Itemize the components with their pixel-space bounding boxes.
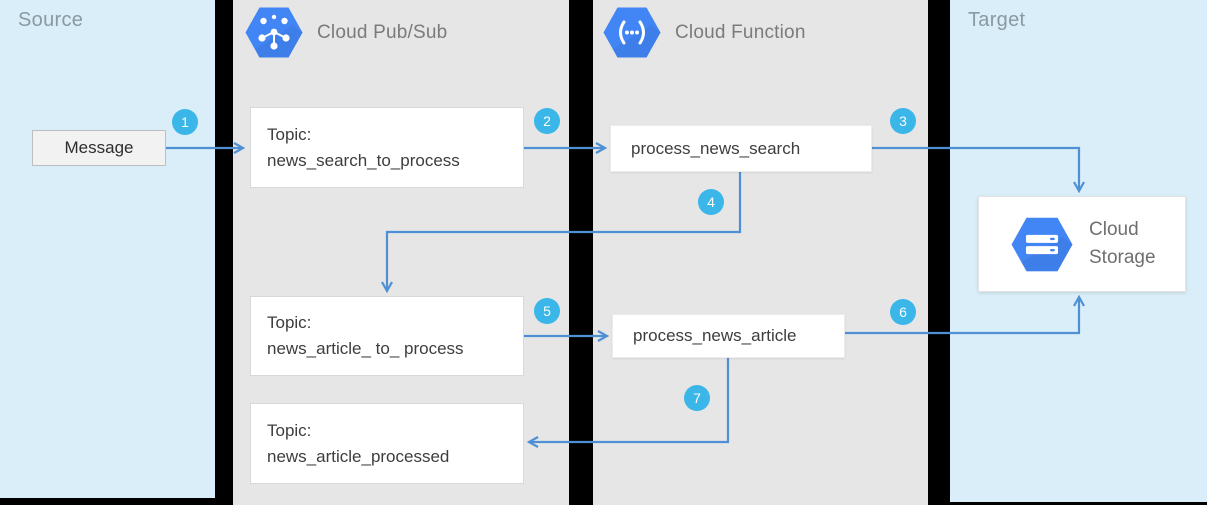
pubsub-icon — [245, 7, 303, 58]
cloud-storage-icon — [1011, 217, 1073, 271]
step-badge-2: 2 — [534, 108, 560, 134]
topic-name: news_article_processed — [267, 446, 450, 466]
topic-box-news-search-to-process: Topic: news_search_to_process — [250, 107, 524, 188]
step-badge-7: 7 — [684, 385, 710, 411]
message-label: Message — [64, 138, 134, 157]
cloud-function-icon — [603, 7, 661, 58]
step-badge-5: 5 — [534, 298, 560, 324]
topic-box-news-article-processed: Topic: news_article_processed — [250, 403, 524, 484]
step-badge-4: 4 — [698, 189, 724, 215]
pubsub-lane-title: Cloud Pub/Sub — [317, 21, 448, 43]
topic-prefix: Topic: — [267, 124, 312, 144]
topic-name: news_article_ to_ process — [267, 339, 464, 358]
function-name: process_news_article — [633, 326, 797, 345]
source-lane-label: Source — [18, 9, 84, 31]
topic-prefix: Topic: — [267, 313, 312, 332]
function-name: process_news_search — [631, 138, 801, 158]
function-lane-title: Cloud Function — [675, 21, 806, 43]
step-badge-3: 3 — [890, 108, 916, 134]
pubsub-lane-header: Cloud Pub/Sub — [245, 7, 447, 58]
step-badge-1: 1 — [172, 109, 198, 135]
target-lane-label: Target — [968, 9, 1026, 31]
function-box-process-news-search: process_news_search — [610, 125, 872, 172]
function-box-process-news-article: process_news_article — [612, 314, 845, 358]
topic-box-news-article-to-process: Topic: news_article_ to_ process — [250, 296, 524, 376]
step-badge-6: 6 — [890, 299, 916, 325]
topic-name: news_search_to_process — [267, 150, 460, 170]
topic-prefix: Topic: — [267, 420, 312, 440]
cloud-storage-label: Cloud Storage — [1089, 219, 1156, 268]
message-box: Message — [32, 130, 166, 166]
function-lane-header: Cloud Function — [603, 7, 806, 58]
source-lane: Source — [0, 0, 215, 498]
cloud-storage-box: Cloud Storage — [978, 196, 1186, 292]
